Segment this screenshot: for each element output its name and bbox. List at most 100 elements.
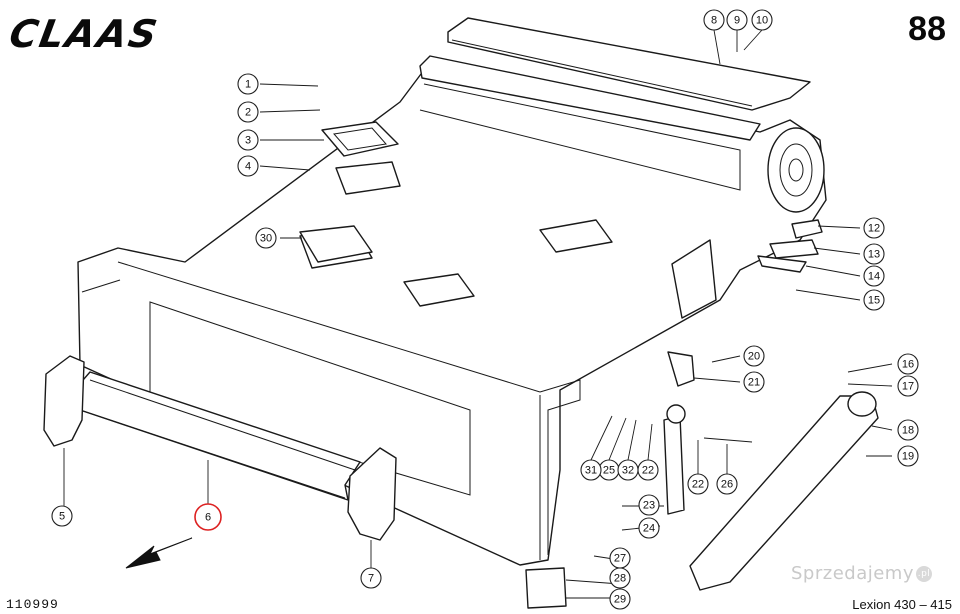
callout-circle bbox=[726, 9, 748, 31]
right-bracket bbox=[347, 447, 397, 541]
callout-label: 24 bbox=[643, 523, 655, 535]
callout-9: 9 bbox=[726, 9, 748, 31]
callout-label: 9 bbox=[734, 15, 740, 27]
callout-label: 19 bbox=[902, 451, 914, 463]
callout-circle bbox=[703, 9, 725, 31]
callout-20: 20 bbox=[743, 345, 765, 367]
callout-circle bbox=[863, 289, 885, 311]
bolt-26 bbox=[703, 437, 753, 443]
callout-6: 6 bbox=[194, 503, 222, 531]
watermark: Sprzedajemy.pl bbox=[791, 563, 932, 584]
callout-5: 5 bbox=[51, 505, 73, 527]
callout-circle bbox=[237, 73, 259, 95]
callout-circle bbox=[609, 588, 631, 610]
callout-27: 27 bbox=[609, 547, 631, 569]
callout-circle bbox=[617, 459, 639, 481]
callout-circle bbox=[360, 567, 382, 589]
flange-plate bbox=[321, 121, 399, 157]
callout-circle bbox=[863, 217, 885, 239]
page-number: 88 bbox=[908, 10, 946, 48]
callout-13: 13 bbox=[863, 243, 885, 265]
callout-21: 21 bbox=[743, 371, 765, 393]
callout-label: 25 bbox=[603, 465, 615, 477]
callout-circle bbox=[638, 517, 660, 539]
callout-label: 14 bbox=[868, 271, 880, 283]
callout-26: 26 bbox=[716, 473, 738, 495]
callout-label: 31 bbox=[585, 465, 597, 477]
callout-18: 18 bbox=[897, 419, 919, 441]
callout-label: 13 bbox=[868, 249, 880, 261]
side-plate bbox=[671, 239, 717, 319]
callout-circle bbox=[897, 353, 919, 375]
watermark-text: Sprzedajemy bbox=[791, 563, 914, 584]
callout-circle bbox=[743, 371, 765, 393]
callout-circle bbox=[897, 419, 919, 441]
bracket-12 bbox=[791, 219, 823, 239]
callout-circle bbox=[751, 9, 773, 31]
callout-circle bbox=[897, 375, 919, 397]
callout-4: 4 bbox=[237, 155, 259, 177]
callout-circle bbox=[897, 445, 919, 467]
callout-label: 8 bbox=[711, 15, 717, 27]
callout-22: 22 bbox=[637, 459, 659, 481]
cylinder-23 bbox=[663, 415, 685, 515]
callout-label: 30 bbox=[260, 233, 272, 245]
callout-label: 18 bbox=[902, 425, 914, 437]
callout-circle bbox=[51, 505, 73, 527]
support-arm bbox=[689, 395, 879, 591]
callout-3: 3 bbox=[237, 129, 259, 151]
callout-label: 23 bbox=[643, 500, 655, 512]
callout-2: 2 bbox=[237, 101, 259, 123]
callout-label: 10 bbox=[756, 15, 768, 27]
callout-30: 30 bbox=[255, 227, 277, 249]
callout-circle bbox=[237, 129, 259, 151]
callout-label: 22 bbox=[642, 465, 654, 477]
direction-arrow bbox=[125, 537, 193, 569]
callout-circle bbox=[743, 345, 765, 367]
leader-lines bbox=[63, 29, 893, 599]
callout-circle bbox=[255, 227, 277, 249]
callout-circle bbox=[687, 473, 709, 495]
callout-label: 32 bbox=[622, 465, 634, 477]
callout-label: 21 bbox=[748, 377, 760, 389]
model-label: Lexion 430 – 415 bbox=[852, 597, 952, 612]
callout-circle bbox=[580, 459, 602, 481]
bracket-14 bbox=[757, 255, 807, 273]
callout-22: 22 bbox=[687, 473, 709, 495]
callout-circle bbox=[863, 243, 885, 265]
callout-31: 31 bbox=[580, 459, 602, 481]
callout-label: 5 bbox=[59, 511, 65, 523]
callout-17: 17 bbox=[897, 375, 919, 397]
callout-circle bbox=[609, 567, 631, 589]
callout-8: 8 bbox=[703, 9, 725, 31]
watermark-badge: .pl bbox=[916, 566, 932, 582]
left-bracket bbox=[43, 355, 85, 447]
callout-label: 17 bbox=[902, 381, 914, 393]
callout-1: 1 bbox=[237, 73, 259, 95]
callout-19: 19 bbox=[897, 445, 919, 467]
callout-16: 16 bbox=[897, 353, 919, 375]
callout-25: 25 bbox=[598, 459, 620, 481]
top-cover-plate bbox=[447, 17, 811, 111]
plate-28 bbox=[525, 567, 567, 609]
callout-15: 15 bbox=[863, 289, 885, 311]
callout-label: 2 bbox=[245, 107, 251, 119]
callout-circle bbox=[716, 473, 738, 495]
callout-label: 6 bbox=[205, 512, 211, 524]
callout-circle bbox=[863, 265, 885, 287]
callout-7: 7 bbox=[360, 567, 382, 589]
bracket-13 bbox=[769, 239, 819, 259]
bracket-21 bbox=[667, 351, 695, 387]
callout-label: 29 bbox=[614, 594, 626, 606]
callout-circle bbox=[237, 155, 259, 177]
callout-label: 15 bbox=[868, 295, 880, 307]
callout-label: 12 bbox=[868, 223, 880, 235]
callout-label: 27 bbox=[614, 553, 626, 565]
callout-32: 32 bbox=[617, 459, 639, 481]
callout-label: 22 bbox=[692, 479, 704, 491]
callout-23: 23 bbox=[638, 494, 660, 516]
inspection-hole-right bbox=[539, 219, 613, 253]
callout-label: 3 bbox=[245, 135, 251, 147]
